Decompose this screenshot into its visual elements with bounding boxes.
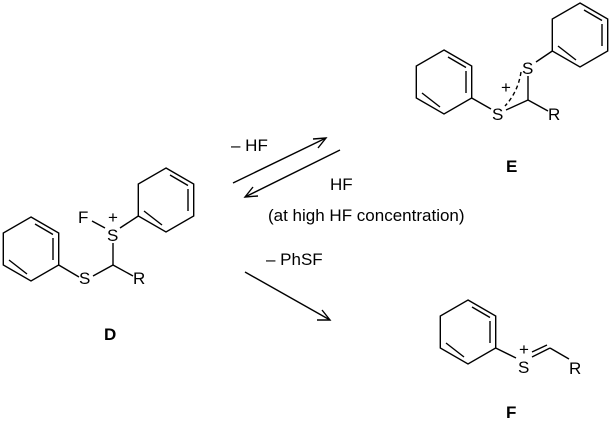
compound-label-d: D xyxy=(104,325,116,344)
phenyl-ring xyxy=(137,167,195,233)
elimination-arrow: – PhSF xyxy=(244,250,332,321)
r-group: R xyxy=(569,359,581,378)
sulfur-atom: S xyxy=(79,269,90,288)
fluorine-atom: F xyxy=(78,208,88,227)
sulfur-atom: S xyxy=(492,105,503,124)
elimination-label: – PhSF xyxy=(266,250,323,269)
phenyl-ring xyxy=(2,216,60,282)
compound-e: S R S + E xyxy=(415,2,609,176)
compound-f: S + R F xyxy=(439,299,581,422)
reverse-arrow xyxy=(244,149,341,198)
sulfonium-atom: S xyxy=(518,358,529,377)
r-group: R xyxy=(548,105,560,124)
forward-label: – HF xyxy=(231,136,268,155)
positive-charge: + xyxy=(501,78,511,97)
compound-label-f: F xyxy=(506,403,516,422)
sulfonium-atom: S xyxy=(107,226,118,245)
phenyl-ring xyxy=(439,299,497,365)
forward-arrow xyxy=(232,137,327,184)
elimination-arrowhead xyxy=(317,309,332,321)
phenyl-ring xyxy=(551,2,609,68)
reverse-arrowhead xyxy=(243,186,259,198)
phenyl-ring xyxy=(415,49,473,115)
delocalization-arc xyxy=(504,71,522,107)
compound-label-e: E xyxy=(506,157,517,176)
reverse-condition: (at high HF concentration) xyxy=(268,206,465,225)
compound-d: S R S + F D xyxy=(2,167,195,344)
positive-charge: + xyxy=(519,340,529,359)
reverse-label: HF xyxy=(330,175,353,194)
forward-arrowhead xyxy=(312,137,328,149)
equilibrium-arrows: – HF HF (at high HF concentration) xyxy=(231,136,465,225)
positive-charge: + xyxy=(108,208,118,227)
r-group: R xyxy=(133,269,145,288)
sulfur-atom: S xyxy=(522,59,533,78)
